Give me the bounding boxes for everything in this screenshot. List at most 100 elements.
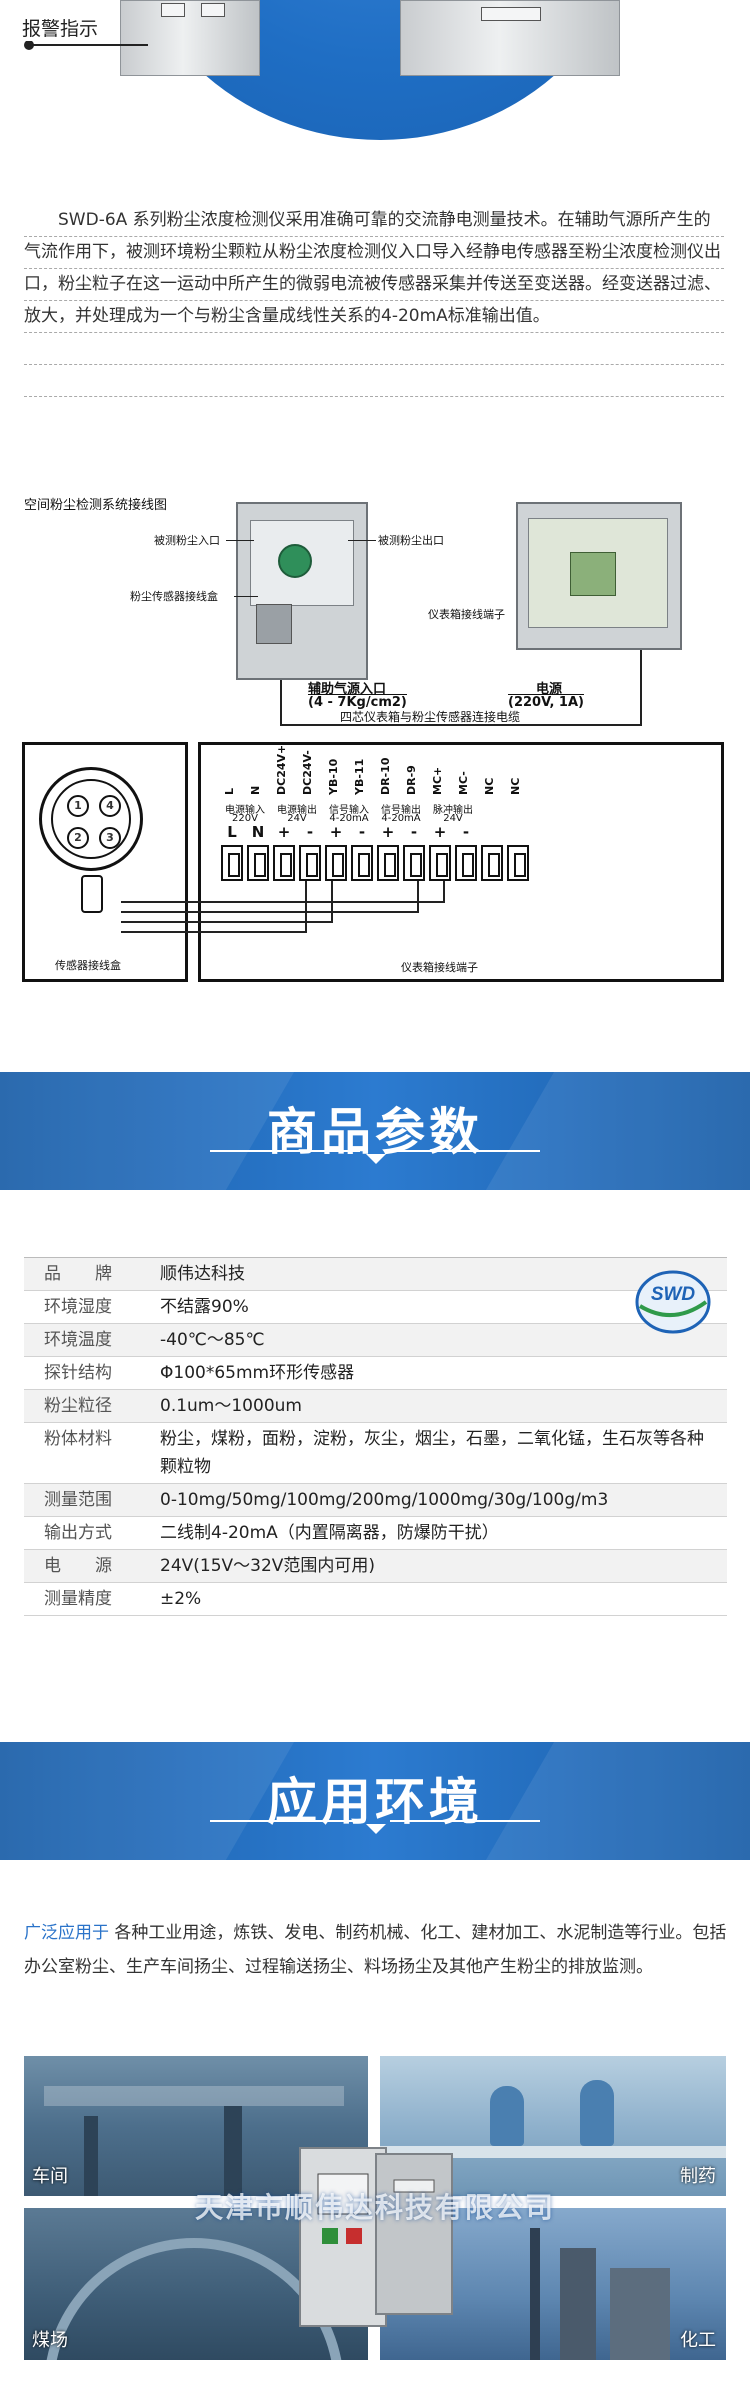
spec-label: 输出方式	[44, 1523, 112, 1543]
wiring-diagram: 空间粉尘检测系统接线图 被测粉尘入口 被测粉尘出口 粉尘传感器接线盒 仪表箱接线…	[22, 494, 726, 1004]
power-label: 电源	[536, 682, 563, 697]
terminal-sign: +	[329, 823, 343, 841]
application-text: 各种工业用途，炼铁、发电、制药机械、化工、建材加工、水泥制造等行业。包括办公室粉…	[24, 1923, 727, 1977]
intro-paragraph: SWD-6A 系列粉尘浓度检测仪采用准确可靠的交流静电测量技术。在辅助气源所产生…	[24, 204, 724, 332]
callout-line	[348, 540, 376, 541]
sensor-box-bottom-label: 传感器接线盒	[55, 959, 121, 972]
spec-label: 粉尘粒径	[44, 1396, 112, 1416]
terminal-group-spec: 24V	[443, 813, 463, 824]
banner-arrow	[366, 1824, 386, 1834]
terminal-block	[403, 845, 425, 881]
terminal-label: DC24V+	[275, 744, 288, 795]
terminal-group-name: 信号输入	[329, 805, 369, 816]
wire	[121, 901, 445, 903]
terminal-label: MC+	[431, 766, 444, 795]
spec-label: 粉体材料	[44, 1429, 112, 1449]
terminal-block	[351, 845, 373, 881]
diagram-title: 空间粉尘检测系统接线图	[24, 498, 168, 513]
terminal-block	[429, 845, 451, 881]
terminal-label: MC-	[457, 771, 470, 795]
terminal-label: N	[249, 785, 262, 795]
terminal-bottom-label: 仪表箱接线端子	[401, 961, 478, 974]
terminal-group-name: 电源输出	[277, 805, 317, 816]
terminal-group-name: 电源输入	[225, 805, 265, 816]
table-row: 探针结构 Φ100*65mm环形传感器	[24, 1357, 727, 1390]
callout-line	[234, 596, 258, 597]
device-left-image	[120, 0, 260, 76]
swd-logo: SWD	[635, 1270, 711, 1334]
sensor-photo	[236, 502, 368, 680]
terminal-group-spec: 220V	[232, 813, 258, 824]
terminal-block	[325, 845, 347, 881]
wire	[305, 881, 307, 931]
wire	[417, 881, 419, 911]
aux-air-label: 辅助气源入口	[308, 682, 387, 697]
terminal-sign: N	[251, 823, 265, 841]
power-spec: (220V, 1A)	[508, 694, 584, 710]
pin-3: 3	[99, 827, 121, 849]
pin-2: 2	[67, 827, 89, 849]
table-row: 测量精度 ±2%	[24, 1583, 727, 1616]
intro-text: SWD-6A 系列粉尘浓度检测仪采用准确可靠的交流静电测量技术。在辅助气源所产生…	[24, 210, 721, 326]
swd-logo-text: SWD	[651, 1284, 696, 1305]
terminal-label: L	[223, 787, 236, 795]
intro-rule	[24, 364, 724, 365]
application-lead: 广泛应用于	[24, 1923, 109, 1943]
sensor-box-callout: 粉尘传感器接线盒	[130, 590, 218, 603]
spec-label: 环境湿度	[44, 1297, 112, 1317]
spec-value: 粉尘，煤粉，面粉，淀粉，灰尘，烟尘，石墨，二氧化锰，生石灰等各种颗粒物	[160, 1429, 704, 1477]
terminal-sign: -	[306, 823, 314, 841]
terminal-sign: +	[277, 823, 291, 841]
photo-pharmacy: 制药	[380, 2056, 726, 2196]
terminal-block	[455, 845, 477, 881]
wire	[121, 921, 333, 923]
terminal-group-spec: 4-20mA	[381, 813, 421, 824]
spec-label: 测量范围	[44, 1490, 112, 1510]
table-row: 测量范围 0-10mg/50mg/100mg/200mg/1000mg/30g/…	[24, 1484, 727, 1517]
dust-outlet-callout: 被测粉尘出口	[378, 534, 444, 547]
terminal-label: NC	[509, 777, 522, 795]
banner-rule	[390, 1150, 540, 1152]
terminal-label: DC24V-	[301, 750, 314, 795]
terminal-group-spec: 4-20mA	[329, 813, 369, 824]
callout-line	[226, 540, 254, 541]
spec-value: 24V(15V～32V范围内可用)	[160, 1556, 376, 1576]
terminal-label: DR-10	[379, 757, 392, 795]
cable-line	[280, 724, 640, 726]
terminal-block	[247, 845, 269, 881]
pin-1: 1	[67, 795, 89, 817]
banner-rule	[390, 1820, 540, 1822]
table-row: 环境湿度 不结露90%	[24, 1291, 727, 1324]
cable-line	[280, 680, 282, 726]
spec-value: -40℃～85℃	[160, 1330, 265, 1350]
wire	[121, 911, 419, 913]
cable-line	[640, 650, 642, 726]
wire	[443, 881, 445, 901]
terminal-sign: +	[381, 823, 395, 841]
meter-photo	[516, 502, 682, 650]
spec-label: 电 源	[44, 1556, 112, 1576]
banner-rule	[210, 1820, 360, 1822]
terminal-label: DR-9	[405, 765, 418, 795]
pin-4: 4	[99, 795, 121, 817]
cable-label: 四芯仪表箱与粉尘传感器连接电缆	[340, 710, 521, 724]
aux-air-spec: (4 - 7Kg/cm2)	[308, 694, 407, 710]
photo-caption: 化工	[680, 2330, 716, 2351]
banner-arrow	[366, 1154, 386, 1164]
meter-terminal-callout: 仪表箱接线端子	[428, 608, 505, 621]
section-banner-application: 应用环境	[0, 1742, 750, 1860]
terminal-group-name: 信号输出	[381, 805, 421, 816]
intro-rule	[24, 268, 724, 269]
spec-label: 探针结构	[44, 1363, 112, 1383]
photo-caption: 煤场	[32, 2330, 68, 2351]
terminal-label: YB-11	[353, 758, 366, 795]
table-row: 品 牌 顺伟达科技	[24, 1258, 727, 1291]
spec-label: 品 牌	[44, 1264, 112, 1284]
spec-table: 品 牌 顺伟达科技 环境湿度 不结露90% 环境温度 -40℃～85℃ 探针结构…	[24, 1257, 727, 1616]
terminal-block	[221, 845, 243, 881]
hero-section: 报警指示	[0, 0, 750, 150]
terminal-sign: +	[433, 823, 447, 841]
intro-rule	[24, 332, 724, 333]
